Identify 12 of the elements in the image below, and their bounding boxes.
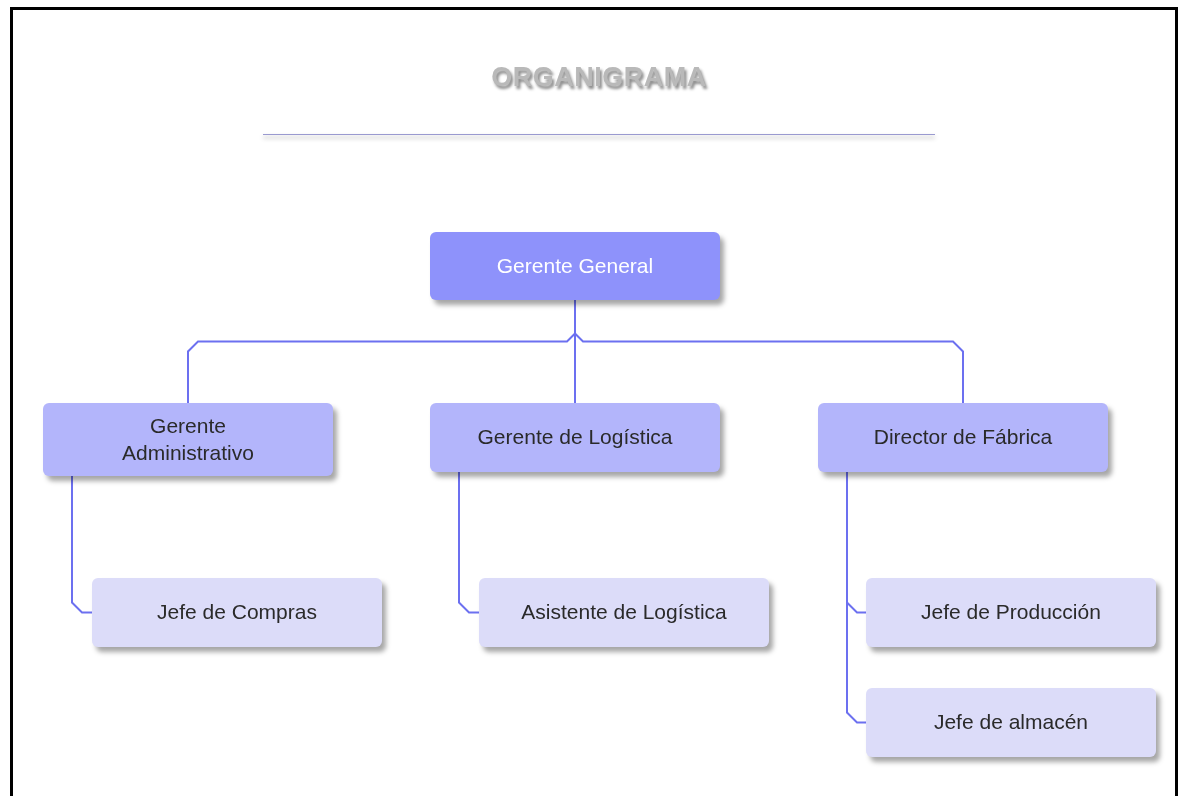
connector-line [458,471,480,614]
org-box: Gerente General [430,232,720,300]
connector-line [71,475,93,614]
org-box: Gerente de Logística [430,403,720,472]
connector-line [846,471,867,724]
chart-title: ORGANIGRAMA [490,62,708,93]
org-box: Jefe de Producción [866,578,1156,647]
org-box: Jefe de almacén [866,688,1156,757]
org-box: Jefe de Compras [92,578,382,647]
org-box: Gerente Administrativo [43,403,333,476]
org-box: Asistente de Logística [479,578,769,647]
org-box: Director de Fábrica [818,403,1108,472]
